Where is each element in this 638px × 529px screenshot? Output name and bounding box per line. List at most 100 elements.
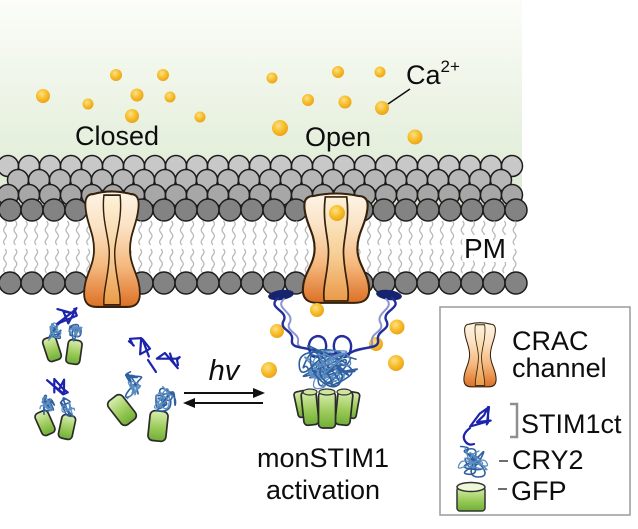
lipid-tail xyxy=(460,248,465,274)
lipid-head xyxy=(460,271,484,295)
lipid-head xyxy=(394,271,418,295)
lipid-tail xyxy=(200,220,205,246)
closed-label: Closed xyxy=(75,121,159,151)
inactive-monstim1-complex-1 xyxy=(41,307,83,366)
cry2-icon xyxy=(153,385,174,410)
lipid-tail xyxy=(481,220,486,246)
lipid-tail xyxy=(54,220,60,246)
lipid-tail xyxy=(294,220,299,246)
stim1ct-ribbon xyxy=(307,334,328,359)
lipid-head xyxy=(20,271,44,295)
lipid-tail xyxy=(262,220,268,246)
lipid-tail xyxy=(366,220,372,246)
lipid-tail xyxy=(190,220,195,246)
lipid-tail xyxy=(481,248,486,274)
ca-ion xyxy=(332,66,344,78)
gfp-rod xyxy=(147,409,169,443)
legend-stim1ct-bracket xyxy=(510,402,519,439)
lipid-tail xyxy=(387,248,392,274)
lipid-head xyxy=(218,198,242,222)
lipid-tail xyxy=(294,248,299,274)
legend-stim1ct-icon xyxy=(469,405,492,428)
lipid-head xyxy=(262,198,286,222)
lipid-tail xyxy=(470,220,476,246)
stim1ct-linker xyxy=(146,358,158,374)
lipid-tail xyxy=(502,220,507,246)
lipid-tail xyxy=(13,220,18,246)
ca-ion xyxy=(261,362,277,378)
legend-stim1ct-tail xyxy=(462,426,476,446)
lipid-tail xyxy=(44,220,49,246)
lipid-tail xyxy=(418,220,424,246)
lipid-head xyxy=(438,198,462,222)
legend-gfp-label: GFP xyxy=(511,476,567,506)
lipid-tail xyxy=(210,248,216,274)
lipid-head xyxy=(196,271,220,295)
lipid-head xyxy=(174,198,198,222)
lipid-tail xyxy=(398,220,403,246)
lipid-tail xyxy=(34,220,39,246)
stim1ct-icon xyxy=(56,307,78,325)
stim1ct-icon xyxy=(155,351,181,370)
lipid-tail xyxy=(54,248,60,274)
forward-arrow xyxy=(184,388,265,398)
ca-ion-layer xyxy=(36,66,423,378)
lipid-head xyxy=(20,198,44,222)
lipid-tail xyxy=(450,248,455,274)
lipid-head xyxy=(0,198,22,222)
lipid-head xyxy=(416,271,440,295)
lipid-head xyxy=(416,198,440,222)
lipid-tail xyxy=(450,220,455,246)
lipid-tail xyxy=(169,248,174,274)
cry2-icon xyxy=(39,395,53,412)
ca-ion xyxy=(157,69,169,81)
lipid-head xyxy=(42,198,66,222)
legend-crac-label-line2: channel xyxy=(512,353,607,383)
ca-ion xyxy=(272,120,288,136)
lipid-tail xyxy=(366,248,372,274)
lipid-tail xyxy=(491,220,496,246)
lipid-tail xyxy=(502,248,507,274)
lipid-head xyxy=(64,198,88,222)
legend-stim1ct-label: STIM1ct xyxy=(521,409,622,439)
lipid-tail xyxy=(408,220,413,246)
lipid-tail xyxy=(283,220,288,246)
crac-channel-closed xyxy=(83,190,141,308)
lipid-head xyxy=(438,271,462,295)
lipid-tail xyxy=(44,248,49,274)
lipid-tail xyxy=(13,248,18,274)
lipid-tail xyxy=(190,248,195,274)
lipid-tail xyxy=(512,220,517,246)
lipid-head xyxy=(218,271,242,295)
cry2-icon xyxy=(68,323,82,342)
lipid-tail xyxy=(283,248,288,274)
ca-ion xyxy=(110,69,122,81)
lipid-tail xyxy=(242,220,247,246)
lipid-tail xyxy=(470,248,476,274)
legend-cry2-icon xyxy=(457,446,489,471)
lipid-tail xyxy=(138,220,143,246)
lipid-tail xyxy=(138,248,143,274)
plasma-membrane xyxy=(0,154,528,295)
legend-cry2-label: CRY2 xyxy=(512,445,584,475)
stim1ct-anchor xyxy=(268,289,294,301)
cry2-icon xyxy=(126,380,142,400)
lipid-tail xyxy=(34,248,39,274)
ca-ion xyxy=(310,303,324,317)
lipid-head xyxy=(240,198,264,222)
membrane-inner-leaflet xyxy=(0,271,528,295)
ca-ion xyxy=(194,111,206,123)
ca-ion xyxy=(36,89,50,103)
lipid-tail xyxy=(2,220,8,246)
lipid-tail xyxy=(460,220,465,246)
lipid-tail xyxy=(408,248,413,274)
ca-ion xyxy=(374,66,386,78)
lipid-tail xyxy=(75,248,80,274)
lipid-tail xyxy=(148,220,153,246)
cry2-icon xyxy=(61,401,76,416)
lipid-tail xyxy=(387,220,392,246)
gfp-rod xyxy=(57,413,77,441)
lipid-tail xyxy=(242,248,247,274)
ca-pointer-line xyxy=(387,88,411,105)
lipid-head xyxy=(196,198,220,222)
